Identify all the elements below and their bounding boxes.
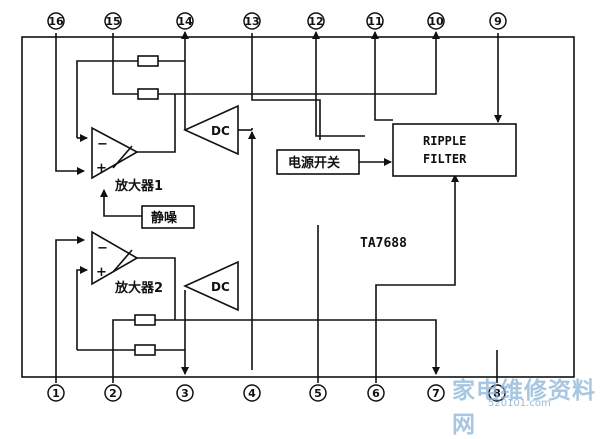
- amplifier-1: [91, 126, 139, 180]
- pin-13: 13: [243, 12, 261, 30]
- top-pins: 16 15 14 13 12 11 10 9: [47, 12, 507, 30]
- power-switch-block: [276, 149, 360, 175]
- chip-model-label: TA7688: [360, 236, 407, 251]
- pin-16: 16: [47, 12, 65, 30]
- mute-label: 静噪: [151, 210, 178, 226]
- svg-text:2: 2: [109, 387, 117, 400]
- pin-11: 11: [366, 12, 384, 30]
- pin-6: 6: [367, 384, 385, 402]
- svg-text:1: 1: [52, 387, 60, 400]
- svg-text:+: +: [96, 265, 107, 280]
- svg-text:−: −: [97, 137, 108, 152]
- pin-10: 10: [427, 12, 445, 30]
- pin-14: 14: [176, 12, 194, 30]
- svg-text:7: 7: [432, 387, 440, 400]
- svg-text:9: 9: [494, 15, 502, 28]
- dc-label-1: DC: [211, 124, 230, 138]
- pin-8: 8: [488, 384, 506, 402]
- dc-buffer-1: [183, 104, 239, 156]
- pin-15: 15: [104, 12, 122, 30]
- svg-text:13: 13: [244, 15, 259, 28]
- svg-text:−: −: [97, 241, 108, 256]
- pin-12: 12: [307, 12, 325, 30]
- pin-5: 5: [309, 384, 327, 402]
- svg-text:3: 3: [181, 387, 189, 400]
- chip-outline: [21, 36, 575, 378]
- svg-text:10: 10: [428, 15, 444, 28]
- resistor: [134, 344, 156, 356]
- svg-text:16: 16: [48, 15, 64, 28]
- pin-4: 4: [243, 384, 261, 402]
- pin-1: 1: [47, 384, 65, 402]
- svg-text:4: 4: [248, 387, 256, 400]
- bottom-pins: 1 2 3 4 5 6 7 8: [47, 384, 506, 402]
- svg-text:6: 6: [372, 387, 380, 400]
- amp1-label: 放大器1: [114, 178, 163, 194]
- dc-buffer-2: [183, 260, 239, 312]
- svg-text:11: 11: [367, 15, 382, 28]
- svg-text:8: 8: [493, 387, 501, 400]
- resistor: [137, 55, 159, 67]
- amp2-label: 放大器2: [114, 280, 163, 296]
- resistor: [137, 88, 159, 100]
- circuit-diagram: − + − + 放大器1 放大器2 DC DC 静噪 电源开关 RIPPLE F…: [21, 12, 575, 402]
- ripple-label-line2: FILTER: [423, 152, 467, 166]
- svg-text:+: +: [96, 161, 107, 176]
- svg-text:15: 15: [105, 15, 120, 28]
- pin-2: 2: [104, 384, 122, 402]
- svg-text:5: 5: [314, 387, 322, 400]
- power-switch-label: 电源开关: [288, 155, 340, 171]
- svg-text:12: 12: [308, 15, 323, 28]
- watermark-url: 520101.com: [488, 398, 551, 409]
- mute-block: [141, 205, 195, 229]
- pin-9: 9: [489, 12, 507, 30]
- resistor: [134, 314, 156, 326]
- pin-7: 7: [427, 384, 445, 402]
- ripple-filter-block: [392, 123, 517, 177]
- dc-label-2: DC: [211, 280, 230, 294]
- pin-3: 3: [176, 384, 194, 402]
- svg-text:14: 14: [177, 15, 193, 28]
- ripple-label-line1: RIPPLE: [423, 134, 466, 148]
